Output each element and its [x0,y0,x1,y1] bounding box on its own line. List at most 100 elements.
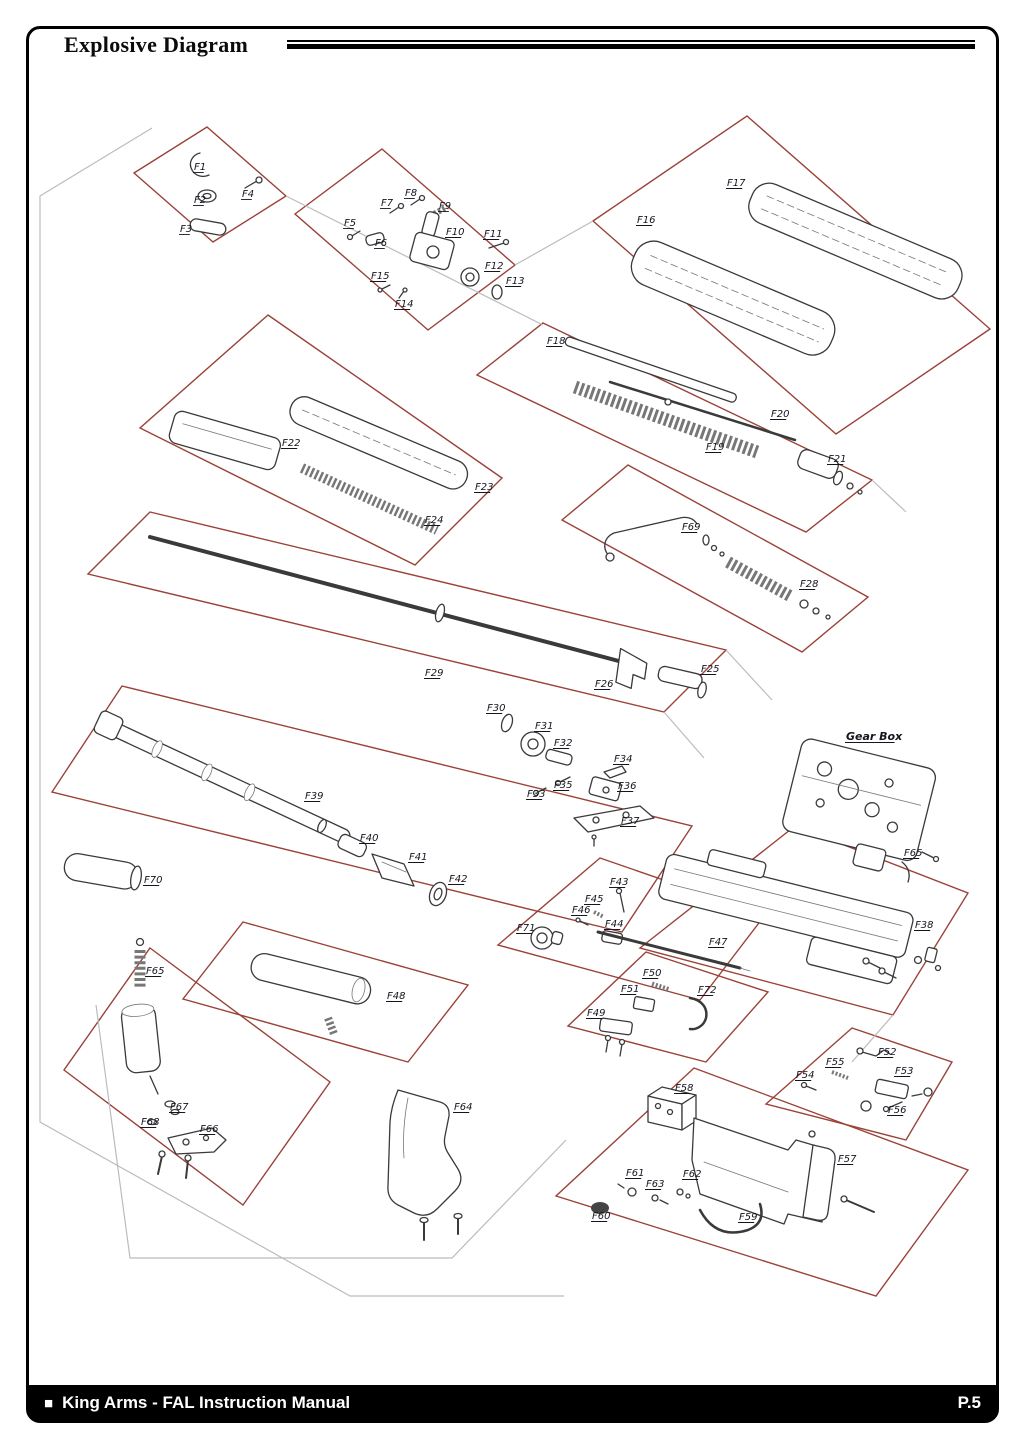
part-gearbox [782,738,940,883]
part-label-f11: F11 [484,229,502,240]
part-label-f22: F22 [282,438,300,449]
part-label-f61: F61 [626,1168,644,1179]
part-label-f12: F12 [485,261,503,272]
part-label-f54: F54 [796,1070,814,1081]
part-label-f37: F37 [621,816,640,827]
part-label-f60: F60 [592,1211,610,1222]
part-label-f25: F25 [701,664,719,675]
part-label-f52: F52 [878,1047,896,1058]
part-label-f28: F28 [800,579,818,590]
header-rule-thin [287,40,975,42]
part-label-f5: F5 [344,218,356,229]
part-label-f40: F40 [360,833,378,844]
part-label-f62: F62 [683,1169,701,1180]
group-outline [181,921,470,1063]
part-label-f56: F56 [888,1105,906,1116]
part-label-f66: F66 [200,1124,218,1135]
part-top-cover-group [168,396,469,535]
part-label-f53: F53 [895,1066,913,1077]
part-label-f35: F35 [554,780,572,791]
part-label-f7: F7 [381,198,394,209]
group-outline [293,148,517,331]
part-label-f21: F21 [828,454,846,465]
part-selector-group [800,1047,933,1113]
part-label-f67: F67 [170,1102,189,1113]
connector [39,127,564,1297]
part-label-f18: F18 [547,336,565,347]
part-label-f47: F47 [709,937,728,948]
part-receiver [658,849,942,985]
part-recoil-assembly [564,336,863,495]
part-label-f57: F57 [838,1154,857,1165]
part-label-f33: F33 [527,789,545,800]
part-motor-group [120,937,227,1179]
part-front-sight-group [189,152,263,236]
part-buttstock [691,1117,875,1225]
part-handguard-upper [748,182,963,300]
part-label-f51: F51 [621,984,639,995]
part-label-f34: F34 [614,754,632,765]
part-label-f6: F6 [375,238,387,249]
group-outline [63,947,331,1206]
footer-bullet-icon: ■ [44,1394,54,1412]
part-stock-small-parts [591,1183,763,1234]
part-label-f64: F64 [454,1102,472,1113]
part-label-f8: F8 [405,188,417,199]
part-label-f10: F10 [446,227,464,238]
group-outline [566,951,770,1063]
group-outline [764,1027,954,1141]
part-label-f24: F24 [425,515,443,526]
group-outline [50,685,694,933]
part-trigger-group [598,981,708,1057]
group-outline [475,322,874,533]
part-stock-block [647,1086,697,1131]
part-label-f30: F30 [487,703,505,714]
part-label-f55: F55 [826,1057,844,1068]
part-label-f20: F20 [771,409,789,420]
part-label-f42: F42 [449,874,467,885]
part-outer-barrel-group [93,710,448,907]
part-pistol-grip [387,1089,463,1241]
parts-layer [63,152,963,1241]
part-label-f50: F50 [643,968,661,979]
part-label-f39: F39 [305,791,323,802]
part-label-f45: F45 [585,894,603,905]
footer-page-number: P.5 [957,1393,981,1412]
footer-manual-title: King Arms - FAL Instruction Manual [62,1393,351,1412]
part-label-f3: F3 [180,224,192,235]
connector [514,220,594,266]
part-label-f58: F58 [675,1083,693,1094]
part-label-f2: F2 [194,195,206,206]
part-label-f17: F17 [727,178,746,189]
footer-left: ■ King Arms - FAL Instruction Manual [44,1393,350,1413]
group-outline-boxes [50,115,992,1297]
part-charging-handle-group [604,516,831,620]
connector [95,1004,567,1259]
part-magazine-catch-group [530,887,751,972]
footer-bar: ■ King Arms - FAL Instruction Manual P.5 [28,1385,997,1421]
part-label-f59: F59 [739,1212,757,1223]
part-label-f46: F46 [572,905,590,916]
part-label-f16: F16 [637,215,655,226]
part-label-f13: F13 [506,276,524,287]
part-label-f69: F69 [682,522,700,533]
connector [871,479,907,513]
page-title: Explosive Diagram [64,32,249,57]
part-hopup-group [500,713,655,847]
part-label-f31: F31 [535,721,553,732]
part-label-f48: F48 [387,991,405,1002]
part-label-f23: F23 [475,482,493,493]
part-inner-barrel-group [148,535,707,699]
part-label-f72: F72 [698,985,716,996]
part-label-f1: F1 [194,162,206,173]
connector [663,711,705,759]
part-label-f14: F14 [395,299,413,310]
part-label-f19: F19 [706,442,724,453]
part-label-f68: F68 [141,1117,159,1128]
part-cylinder-group [250,952,372,1036]
group-outline [138,314,504,566]
part-label-f43: F43 [610,877,628,888]
